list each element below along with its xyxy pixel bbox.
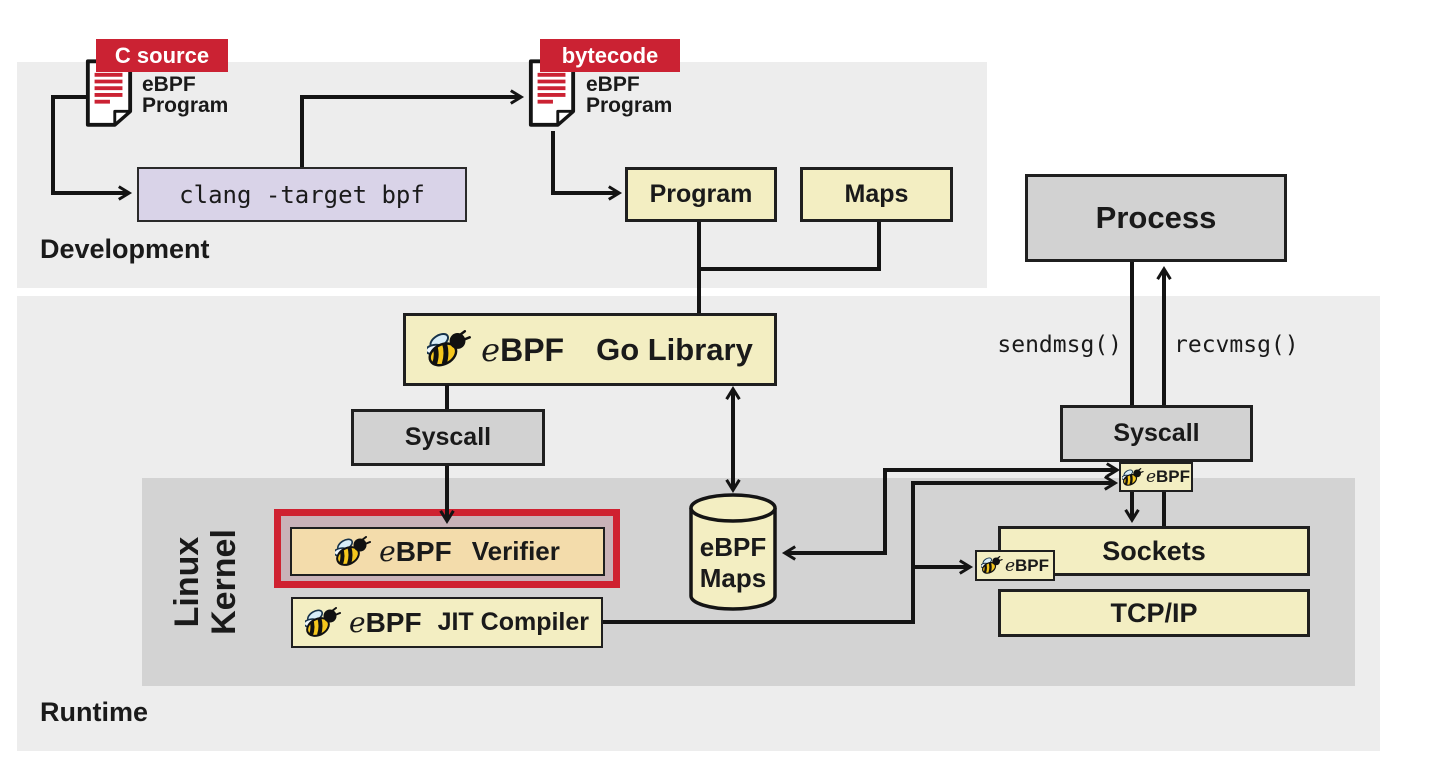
ebpf-logo-text: eBPF bbox=[379, 534, 452, 568]
ebpf-verifier-box: eBPF Verifier bbox=[290, 527, 605, 576]
ebpf-logo-text: eBPF bbox=[349, 605, 422, 639]
recvmsg-label: recvmsg() bbox=[1174, 332, 1299, 358]
ebpf-bee-icon bbox=[425, 330, 472, 369]
tcpip-box: TCP/IP bbox=[998, 589, 1310, 637]
ebpf-bee-icon bbox=[333, 535, 372, 568]
bytecode-file-icon bbox=[527, 58, 577, 130]
ebpf-program-bytecode-label: eBPF Program bbox=[586, 73, 673, 117]
sendmsg-label: sendmsg() bbox=[997, 332, 1122, 358]
ebpf-maps-label: eBPF Maps bbox=[699, 532, 767, 593]
maps-box: Maps bbox=[800, 167, 953, 222]
clang-command-box: clang -target bpf bbox=[137, 167, 467, 222]
socket-ebpf-badge: eBPF bbox=[975, 550, 1055, 581]
syscall-ebpf-badge: eBPF bbox=[1119, 462, 1193, 492]
development-section-label: Development bbox=[40, 234, 210, 264]
ebpf-go-library-box: eBPF Go Library bbox=[403, 313, 777, 386]
jit-compiler-label: JIT Compiler bbox=[437, 608, 589, 636]
go-library-label: Go Library bbox=[596, 331, 753, 367]
ebpf-program-source-label: eBPF Program bbox=[142, 73, 229, 117]
ebpf-logo-text: eBPF bbox=[481, 330, 565, 369]
ebpf-jit-compiler-box: eBPF JIT Compiler bbox=[291, 597, 603, 648]
syscall-right-box: Syscall bbox=[1060, 405, 1253, 462]
syscall-left-box: Syscall bbox=[351, 409, 545, 466]
linux-kernel-label: Linux Kernel bbox=[168, 529, 243, 635]
ebpf-bee-icon bbox=[303, 606, 341, 639]
c-source-badge: C source bbox=[96, 39, 228, 72]
process-box: Process bbox=[1025, 174, 1287, 262]
ebpf-bee-icon bbox=[1121, 467, 1144, 487]
runtime-section-label: Runtime bbox=[40, 697, 148, 727]
ebpf-bee-icon bbox=[980, 556, 1003, 575]
bytecode-badge: bytecode bbox=[540, 39, 680, 72]
verifier-label: Verifier bbox=[471, 536, 560, 566]
program-box: Program bbox=[625, 167, 777, 222]
